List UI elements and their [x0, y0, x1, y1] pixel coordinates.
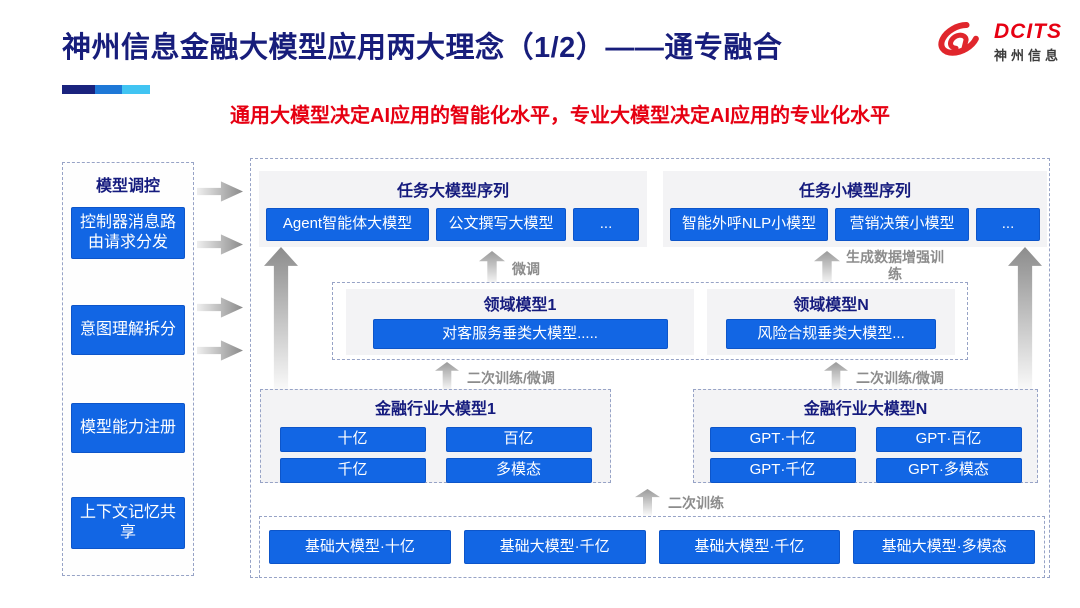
model-control-panel: 模型调控 控制器消息路由请求分发 意图理解拆分 模型能力注册 上下文记忆共享 [62, 162, 194, 576]
logo-text: DCITS 神州信息 [994, 20, 1062, 64]
node-intent-understanding: 意图理解拆分 [71, 305, 185, 355]
node-agent-large-model: Agent智能体大模型 [266, 208, 429, 241]
node-customer-service-vertical-model: 对客服务垂类大模型..... [372, 319, 668, 349]
arrow-up-icon [435, 362, 459, 391]
accent-segment-light [122, 85, 150, 94]
task-large-model-row: Agent智能体大模型 公文撰写大模型 ... [259, 201, 647, 241]
slide-subtitle: 通用大模型决定AI应用的智能化水平，专业大模型决定AI应用的专业化水平 [230, 105, 890, 127]
arrow-right-icon [197, 234, 243, 255]
logo-brand-name-cn: 神州信息 [993, 48, 1062, 63]
architecture-diagram: 任务大模型序列 Agent智能体大模型 公文撰写大模型 ... 任务小模型序列 … [250, 158, 1050, 578]
industry-model-n-row: GPT·千亿 GPT·多模态 [694, 458, 1037, 483]
industry-model-1-title: 金融行业大模型1 [375, 401, 496, 418]
node-gpt-ten-billion-model: GPT·百亿 [875, 427, 1022, 452]
title-accent-bar [62, 85, 150, 94]
arrow-up-icon [814, 251, 840, 285]
domain-model-1-group: 领域模型1 对客服务垂类大模型..... [346, 289, 694, 355]
arrow-up-tall-icon [1008, 247, 1042, 392]
industry-model-1-row: 千亿 多模态 [261, 458, 610, 483]
gen-data-training-label: 生成数据增强训练 [846, 249, 944, 282]
arrow-up-icon [824, 362, 848, 391]
task-large-model-group: 任务大模型序列 Agent智能体大模型 公文撰写大模型 ... [259, 171, 647, 247]
industry-model-1-group: 金融行业大模型1 十亿 百亿 千亿 多模态 [260, 389, 611, 483]
node-gpt-hundred-billion-model: GPT·千亿 [709, 458, 856, 483]
node-hundred-billion-model: 千亿 [279, 458, 426, 483]
arrow-up-icon [479, 251, 505, 285]
industry-model-n-row: GPT·十亿 GPT·百亿 [694, 427, 1037, 452]
industry-model-n-group: 金融行业大模型N GPT·十亿 GPT·百亿 GPT·千亿 GPT·多模态 [693, 389, 1038, 483]
node-capability-registration: 模型能力注册 [71, 403, 185, 453]
node-billion-model: 十亿 [279, 427, 426, 452]
node-base-model-hundred-billion-2: 基础大模型·千亿 [658, 530, 841, 564]
node-base-model-multimodal: 基础大模型·多模态 [853, 530, 1035, 564]
arrow-right-icon [197, 181, 243, 202]
industry-model-n-title: 金融行业大模型N [803, 401, 928, 418]
secondary-training-finetune-label-left: 二次训练/微调 [467, 370, 555, 386]
node-multimodal-model: 多模态 [445, 458, 592, 483]
node-gpt-multimodal-model: GPT·多模态 [875, 458, 1022, 483]
arrow-right-icon [197, 340, 243, 361]
base-models-container: 基础大模型·十亿 基础大模型·千亿 基础大模型·千亿 基础大模型·多模态 [259, 516, 1045, 578]
node-gpt-billion-model: GPT·十亿 [709, 427, 856, 452]
secondary-training-label: 二次训练 [668, 495, 724, 511]
node-base-model-billion: 基础大模型·十亿 [269, 530, 451, 564]
node-document-writing-model: 公文撰写大模型 [436, 208, 566, 241]
node-more-large-models: ... [573, 208, 639, 241]
page-title: 神州信息金融大模型应用两大理念（1/2）——通专融合 [62, 32, 783, 64]
node-marketing-decision-model: 营销决策小模型 [835, 208, 969, 241]
model-control-title: 模型调控 [95, 178, 160, 195]
task-small-model-group: 任务小模型序列 智能外呼NLP小模型 营销决策小模型 ... [663, 171, 1047, 247]
node-more-small-models: ... [976, 208, 1040, 241]
domain-model-1-title: 领域模型1 [483, 297, 557, 314]
domain-model-n-title: 领域模型N [793, 297, 869, 314]
company-logo: DCITS 神州信息 [932, 20, 1062, 64]
accent-segment-dark [62, 85, 95, 94]
secondary-training-finetune-label-right: 二次训练/微调 [856, 370, 944, 386]
arrow-up-tall-icon [264, 247, 298, 392]
domain-model-n-group: 领域模型N 风险合规垂类大模型... [707, 289, 955, 355]
task-large-model-title: 任务大模型序列 [396, 183, 509, 200]
node-message-routing: 控制器消息路由请求分发 [71, 207, 185, 259]
task-small-model-title: 任务小模型序列 [798, 183, 911, 200]
arrow-right-icon [197, 297, 243, 318]
node-ten-billion-model: 百亿 [445, 427, 592, 452]
accent-segment-mid [95, 85, 122, 94]
task-small-model-row: 智能外呼NLP小模型 营销决策小模型 ... [663, 201, 1047, 241]
logo-brand-name: DCITS [993, 20, 1062, 43]
node-outbound-nlp-model: 智能外呼NLP小模型 [670, 208, 828, 241]
node-risk-compliance-vertical-model: 风险合规垂类大模型... [726, 319, 936, 349]
arrow-up-icon [635, 489, 660, 516]
dcits-swirl-icon [938, 22, 979, 56]
node-base-model-hundred-billion-1: 基础大模型·千亿 [463, 530, 646, 564]
finetune-label: 微调 [512, 261, 540, 277]
domain-models-container: 领域模型1 对客服务垂类大模型..... 领域模型N 风险合规垂类大模型... [332, 282, 968, 360]
node-context-memory-sharing: 上下文记忆共享 [71, 497, 185, 549]
industry-model-1-row: 十亿 百亿 [261, 427, 610, 452]
